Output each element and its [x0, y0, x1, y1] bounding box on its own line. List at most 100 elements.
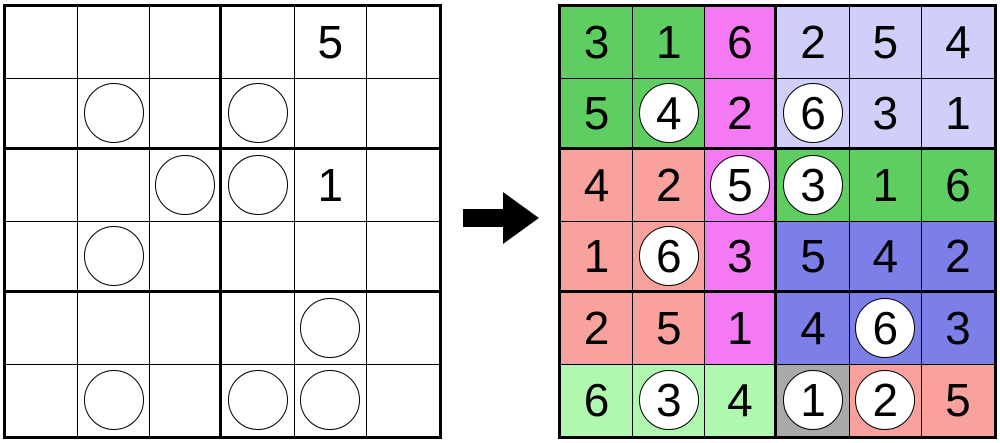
solution-cell: 2	[849, 364, 922, 436]
solution-digit: 1	[583, 229, 610, 282]
solution-cell: 1	[849, 150, 922, 222]
puzzle-cell[interactable]	[222, 364, 295, 436]
puzzle-cell[interactable]	[78, 7, 151, 79]
solution-cell: 3	[849, 78, 922, 150]
solution-digit: 5	[727, 159, 753, 212]
circle-marker	[638, 82, 699, 143]
puzzle-cell[interactable]	[294, 293, 367, 365]
puzzle-cell[interactable]	[294, 78, 367, 150]
puzzle-cell[interactable]	[366, 7, 439, 79]
solution-cell: 3	[633, 364, 706, 436]
puzzle-cell[interactable]	[150, 293, 223, 365]
puzzle-cell[interactable]	[294, 221, 367, 293]
circle-marker	[300, 370, 361, 431]
puzzle-cell[interactable]	[6, 150, 79, 222]
solution-cell: 1	[561, 221, 634, 293]
right-arrow-icon	[463, 192, 539, 244]
solution-digit: 2	[872, 374, 899, 427]
solution-cell: 4	[849, 221, 922, 293]
solution-cell: 6	[633, 221, 706, 293]
puzzle-cell[interactable]	[366, 79, 439, 150]
puzzle-cell[interactable]	[150, 78, 223, 150]
solution-digit: 5	[945, 374, 971, 427]
solution-digit: 3	[945, 302, 971, 355]
solution-cell: 1	[705, 293, 778, 365]
puzzle-cell[interactable]	[222, 150, 295, 222]
solution-cell: 4	[633, 78, 706, 150]
solution-cell: 3	[777, 150, 850, 222]
solution-cell: 3	[561, 7, 634, 79]
solution-cell: 6	[921, 150, 994, 222]
solution-digit: 3	[872, 86, 899, 139]
puzzle-cell[interactable]	[366, 150, 439, 222]
circle-marker	[709, 155, 770, 216]
circle-marker	[228, 155, 289, 216]
circle-marker	[83, 82, 144, 143]
solution-digit: 4	[872, 229, 899, 282]
puzzle-cell[interactable]	[6, 364, 79, 436]
solution-digit: 5	[800, 229, 826, 282]
puzzle-cell[interactable]	[150, 150, 223, 222]
circle-marker	[228, 370, 289, 431]
solution-cell: 2	[561, 293, 634, 365]
solution-digit: 1	[727, 302, 753, 355]
puzzle-cell[interactable]	[78, 150, 151, 222]
puzzle-cell[interactable]	[150, 364, 223, 436]
puzzle-cell[interactable]	[366, 293, 439, 365]
puzzle-cell[interactable]: 5	[294, 7, 367, 79]
circle-marker	[300, 298, 361, 359]
puzzle-cell[interactable]	[222, 78, 295, 150]
solution-cell: 1	[777, 364, 850, 436]
solution-digit: 2	[945, 229, 971, 282]
puzzle-cell[interactable]	[78, 78, 151, 150]
solution-digit: 6	[945, 159, 971, 212]
solution-cell: 4	[921, 7, 994, 79]
solution-digit: 6	[655, 229, 682, 282]
solution-digit: 6	[872, 302, 899, 355]
circle-marker	[83, 370, 144, 431]
puzzle-cell[interactable]	[6, 293, 79, 365]
solution-cell: 2	[633, 150, 706, 222]
solution-cell: 4	[777, 293, 850, 365]
circle-marker	[228, 82, 289, 143]
puzzle-cell[interactable]	[295, 364, 367, 436]
solution-digit: 6	[800, 86, 826, 139]
solution-digit: 4	[945, 16, 971, 69]
circle-marker	[154, 155, 215, 216]
circle-marker	[783, 370, 844, 431]
puzzle-cell[interactable]	[222, 293, 295, 365]
puzzle-cell[interactable]: 1	[294, 150, 367, 222]
puzzle-cell[interactable]	[150, 221, 223, 293]
solution-digit: 6	[583, 374, 610, 427]
solution-cell: 1	[633, 7, 706, 79]
circle-marker	[83, 225, 144, 286]
solution-cell: 3	[705, 221, 778, 293]
puzzle-cell[interactable]	[6, 7, 79, 79]
puzzle-cell[interactable]	[78, 364, 151, 436]
puzzle-cell[interactable]	[367, 365, 439, 437]
puzzle-cell[interactable]	[222, 221, 295, 293]
circle-marker	[855, 298, 916, 359]
solution-cell: 6	[849, 293, 922, 365]
solution-cell: 2	[921, 221, 994, 293]
puzzle-cell[interactable]	[366, 222, 439, 293]
solution-cell: 5	[705, 150, 778, 222]
solution-digit: 6	[727, 16, 753, 69]
solution-digit: 4	[727, 374, 753, 427]
solution-cell: 5	[633, 293, 706, 365]
puzzle-digit: 1	[317, 159, 344, 212]
puzzle-cell[interactable]	[222, 7, 295, 79]
puzzle-digit: 5	[317, 16, 344, 69]
solution-digit: 1	[800, 374, 826, 427]
solution-digit: 4	[800, 302, 826, 355]
puzzle-cell[interactable]	[78, 293, 151, 365]
puzzle-cell[interactable]	[78, 221, 151, 293]
puzzle-cell[interactable]	[150, 7, 223, 79]
solution-cell: 5	[849, 7, 922, 79]
solution-digit: 3	[583, 16, 610, 69]
puzzle-cell[interactable]	[6, 221, 79, 293]
solution-digit: 1	[655, 16, 682, 69]
solution-digit: 2	[800, 16, 826, 69]
puzzle-cell[interactable]	[6, 78, 79, 150]
